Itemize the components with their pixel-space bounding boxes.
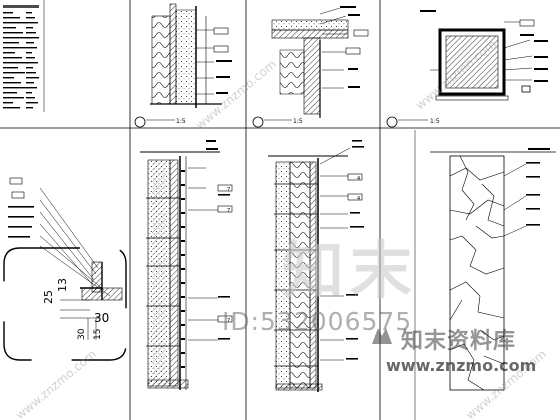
legend-line [3,72,25,74]
legend-line [3,42,19,44]
legend-line [3,82,21,84]
legend-line [26,62,38,64]
wall-tie [181,170,185,172]
legend-line [26,27,33,29]
dim-label-3: 30 [94,311,109,325]
legend-panel [3,0,45,112]
legend-line [26,102,38,104]
wall-tie [181,296,185,298]
wall-tie [181,352,185,354]
dim-label-5: 15 [93,329,103,340]
legend-line [3,97,24,99]
legend-line [26,37,39,39]
watermark-logo: 知末资料库 [368,320,560,356]
legend-line [3,77,14,79]
wm-diag-1: www.znzmo.com [13,347,99,420]
wall-tie [181,338,185,340]
legend-line [26,32,36,34]
legend-line [3,27,16,29]
wall-tie [181,226,185,228]
legend-line [26,87,37,89]
legend-line [26,42,34,44]
legend-line [3,67,18,69]
legend-line [3,12,13,14]
sec5-tag-c: 7 [227,318,230,324]
detail-1-scale: 1:5 [176,118,186,125]
wall-tie [181,268,185,270]
detail-6-wall-section: 4 4 [268,140,364,392]
dim-label-1: 25 [42,290,55,304]
legend-line [3,57,22,59]
legend-line [3,22,27,24]
sec5-tag-a: 7 [227,187,230,193]
legend-line [26,82,34,84]
wall-tie [181,324,185,326]
wall-tie [181,310,185,312]
detail-7-stone-elevation [430,148,556,391]
sec6-tag-b: 4 [357,196,360,202]
legend-line [3,32,23,34]
legend-line [3,37,30,39]
wall-tie [181,254,185,256]
legend-line [26,97,35,99]
legend-line [26,72,36,74]
watermark-brand: 知末资料库 [401,329,517,354]
logo-mark-icon [372,328,392,344]
legend-line [3,47,26,49]
legend-line [3,62,29,64]
wall-tie [181,282,185,284]
legend-line [26,92,32,94]
wall-tie [181,184,185,186]
watermark-url: www.znzmo.com [386,356,537,375]
wall-tie [181,366,185,368]
legend-line [3,52,15,54]
legend-line [3,102,13,104]
legend-line [26,57,35,59]
detail-2-section: 1:5 [252,6,369,128]
legend-line [26,47,37,49]
detail-3-scale: 1:5 [430,118,440,125]
detail-1-section: 1:5 [134,3,232,128]
watermark-id: ID:532006575 [222,307,413,336]
detail-2-scale: 1:5 [293,118,303,125]
legend-line [26,67,33,69]
wall-tie [181,198,185,200]
legend-line [26,22,38,24]
dim-label-4: 30 [77,328,87,340]
sec5-tag-b: 7 [227,208,230,214]
legend-line [26,77,39,79]
wm-big-text: 知末 [282,234,418,307]
legend-line [26,17,35,19]
dim-label-2: 13 [56,278,69,292]
detail-3-section: 1:5 [386,10,548,128]
legend-line [26,12,32,14]
sec6-tag-a: 4 [357,176,360,182]
legend-line [26,107,33,109]
detail-4-corner: 25 13 30 30 15 [3,177,127,361]
legend-line [3,87,28,89]
legend-line [3,107,20,109]
legend-line [26,52,32,54]
wall-tie [181,240,185,242]
legend-line [3,17,20,19]
detail-5-wall-section: 7 7 7 [140,140,233,390]
wall-tie [181,212,185,214]
legend-line [3,92,17,94]
